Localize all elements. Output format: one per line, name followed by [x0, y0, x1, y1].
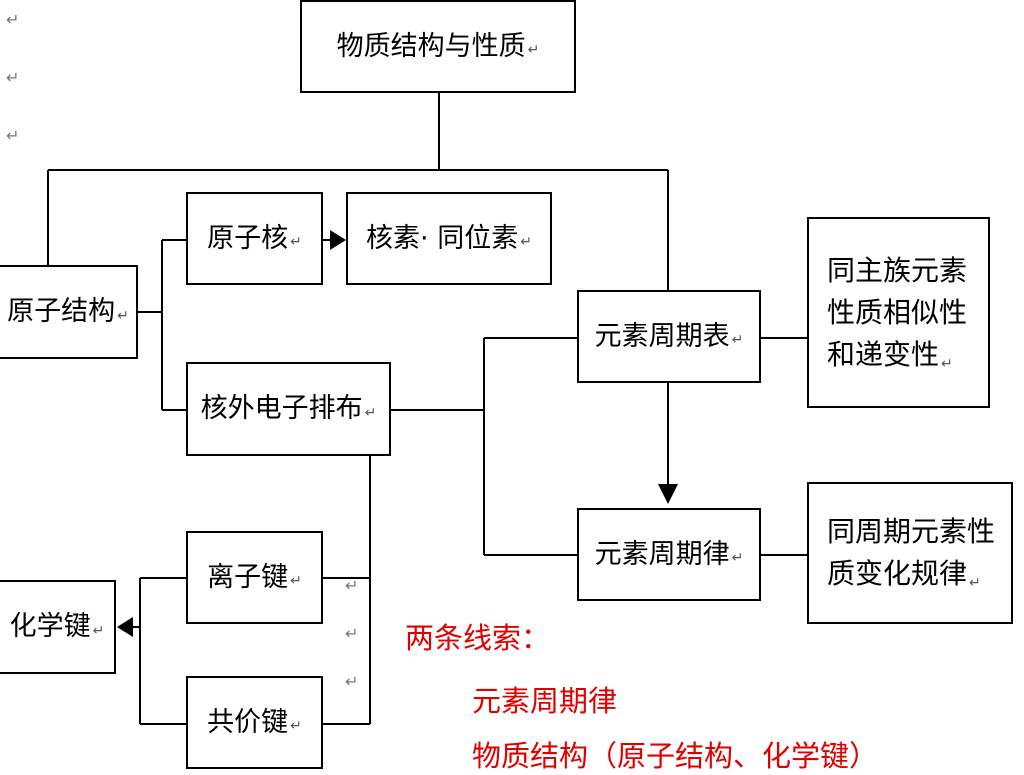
return-mark: ↵ — [941, 355, 953, 372]
periodic-table-node: 元素周期表↵ — [577, 290, 761, 383]
return-mark: ↵ — [290, 573, 302, 590]
period-properties-text: 质变化规律 — [827, 557, 968, 590]
notes-line-periodic-law: 元素周期律 — [472, 684, 618, 718]
return-mark: ↵ — [6, 10, 20, 29]
covalent-bond-label: 共价键 — [207, 706, 289, 738]
return-mark: ↵ — [527, 42, 540, 59]
return-mark: ↵ — [117, 307, 129, 324]
return-mark: ↵ — [969, 575, 981, 591]
root-node: 物质结构与性质↵ — [300, 0, 576, 93]
period-properties-node: 同周期元素性 质变化规律↵ — [807, 482, 1013, 624]
period-properties-line: 同周期元素性 — [827, 515, 996, 548]
atomic-structure-label: 原子结构 — [7, 296, 116, 328]
return-mark: ↵ — [345, 672, 359, 691]
return-mark: ↵ — [731, 332, 744, 349]
period-properties-line: 质变化规律↵ — [827, 553, 981, 595]
electron-config-node: 核外电子排布↵ — [186, 362, 391, 456]
chemical-bond-label: 化学键 — [9, 611, 91, 643]
nucleus-node: 原子核↵ — [186, 192, 323, 285]
nucleus-label: 原子核 — [207, 222, 289, 254]
root-label: 物质结构与性质 — [336, 30, 526, 62]
notes-heading: 两条线索： — [405, 621, 551, 655]
arrow-left-head — [117, 617, 133, 637]
return-mark: ↵ — [345, 624, 359, 643]
return-mark: ↵ — [6, 126, 20, 145]
return-mark: ↵ — [290, 234, 302, 251]
notes-line-structure: 物质结构（原子结构、化学键） — [472, 739, 879, 773]
chemical-bond-node: 化学键↵ — [0, 580, 116, 674]
electron-config-label: 核外电子排布 — [200, 393, 363, 425]
return-mark: ↵ — [731, 550, 744, 567]
return-mark: ↵ — [6, 68, 20, 87]
return-mark: ↵ — [364, 404, 377, 421]
return-mark: ↵ — [345, 576, 359, 595]
periodic-law-label: 元素周期律 — [594, 538, 730, 570]
atomic-structure-node: 原子结构↵ — [0, 265, 138, 359]
periodic-law-node: 元素周期律↵ — [577, 508, 761, 601]
group-properties-line: 同主族元素 — [827, 253, 968, 287]
return-mark: ↵ — [520, 234, 532, 251]
group-properties-node: 同主族元素 性质相似性 和递变性↵ — [807, 217, 990, 408]
ionic-bond-label: 离子键 — [207, 561, 289, 593]
return-mark: ↵ — [290, 718, 302, 735]
periodic-table-label: 元素周期表 — [594, 320, 730, 352]
ionic-bond-node: 离子键↵ — [186, 531, 323, 624]
nuclide-isotope-label: 核素· 同位素 — [366, 222, 519, 254]
arrow-down-head — [658, 484, 678, 504]
return-mark: ↵ — [92, 622, 105, 639]
group-properties-text: 和递变性 — [827, 337, 940, 371]
group-properties-line: 性质相似性 — [827, 295, 968, 329]
covalent-bond-node: 共价键↵ — [186, 676, 323, 769]
arrow-right-head — [330, 230, 346, 250]
group-properties-line: 和递变性↵ — [827, 334, 953, 376]
nuclide-isotope-node: 核素· 同位素↵ — [346, 192, 552, 285]
